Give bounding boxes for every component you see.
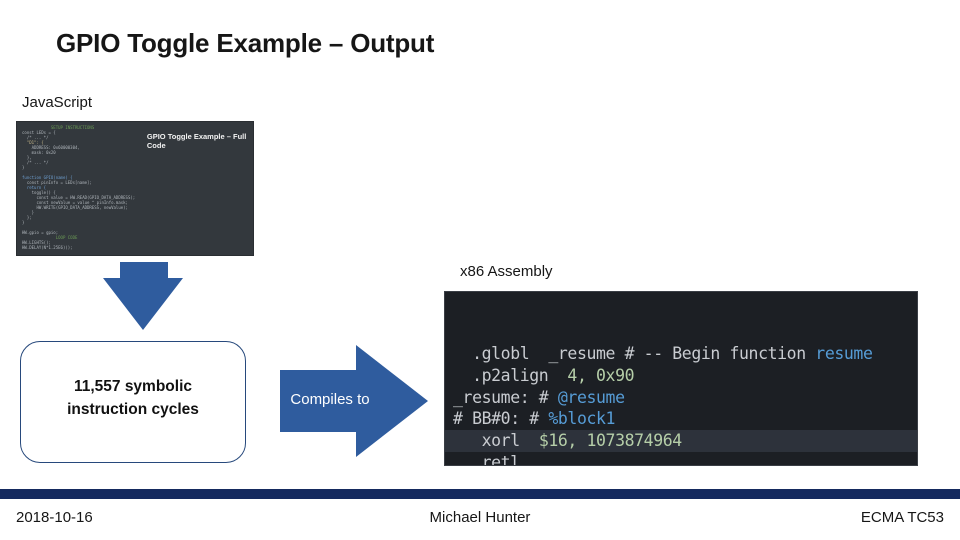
assembly-line: .p2align 4, 0x90 <box>453 366 635 386</box>
cycles-line1: 11,557 symbolic <box>73 377 193 395</box>
thumbnail-code-line: const value = HW.READ(GPIO_DATA_ADDRESS)… <box>22 195 136 200</box>
assembly-code-block: .globl _resume # -- Begin function resum… <box>444 291 918 466</box>
thumbnail-code-line: HW.DELAY(N*1.25E6)(); <box>22 245 73 250</box>
thumbnail-code-line: "D1": { <box>22 140 44 145</box>
cycles-text: 11,557 symbolic instruction cycles <box>67 375 199 430</box>
thumbnail-code-line: const pinInfo = LEDs[name]; <box>22 180 92 185</box>
thumbnail-slide-title: GPIO Toggle Example – Full Code <box>146 132 247 150</box>
arrow-down-icon <box>103 262 183 330</box>
page-title: GPIO Toggle Example – Output <box>56 28 435 58</box>
assembly-label: x86 Assembly <box>460 263 553 280</box>
compiles-to-label: Compiles to <box>290 391 370 408</box>
footer-organization: ECMA TC53 <box>860 509 944 526</box>
thumbnail-code-line: /* ... */ <box>22 160 49 165</box>
footer-divider-bar <box>0 489 960 499</box>
thumbnail-code-line: } <box>22 210 35 215</box>
thumbnail-code-line: LOOP CODE <box>22 235 78 240</box>
footer-date: 2018-10-16 <box>16 509 93 526</box>
assembly-line: retl <box>453 452 521 466</box>
thumbnail-code-line: } <box>22 220 25 225</box>
cycles-line2: instruction cycles <box>67 401 199 418</box>
thumbnail-code-line: HW.LIGHTS(); <box>22 240 51 245</box>
assembly-line: xorl $16, 1073874964 <box>445 430 917 452</box>
thumbnail-code-line: HW.WRITE(GPIO_DATA_ADDRESS, newValue); <box>22 205 128 210</box>
thumbnail-code-line: const LEDs = { <box>22 130 56 135</box>
thumbnail-code-line: }; <box>22 215 32 220</box>
thumbnail-code-line: HW.gpio = gpio; <box>22 230 59 235</box>
thumbnail-code-line: /* ... */ <box>22 135 49 140</box>
javascript-label: JavaScript <box>22 94 93 111</box>
assembly-line: _resume: # @resume <box>453 387 625 407</box>
thumbnail-code-line: mask: 0x20 <box>22 150 56 155</box>
footer-author: Michael Hunter <box>429 509 531 526</box>
thumbnail-code-line: return { <box>22 185 47 190</box>
thumbnail-code-line: SETUP INSTRUCTIONS <box>22 125 95 130</box>
thumbnail-code-line: toggle() { <box>22 190 56 195</box>
assembly-code: .globl _resume # -- Begin function resum… <box>445 343 917 466</box>
assembly-line: .globl _resume # -- Begin function resum… <box>453 344 873 364</box>
assembly-line: # BB#0: # %block1 <box>453 409 616 429</box>
arrow-right-icon <box>280 345 428 457</box>
thumbnail-code-line: function GPIO(name) { <box>22 175 73 180</box>
cycles-callout-box: 11,557 symbolic instruction cycles <box>20 341 246 463</box>
thumbnail-code-line: ADDRESS: 0x60000304, <box>22 145 80 150</box>
thumbnail-code-line: const newValue = value ^ pinInfo.mask; <box>22 200 128 205</box>
thumbnail-code-line: } <box>22 165 25 170</box>
thumbnail-code-line: }, <box>22 155 32 160</box>
